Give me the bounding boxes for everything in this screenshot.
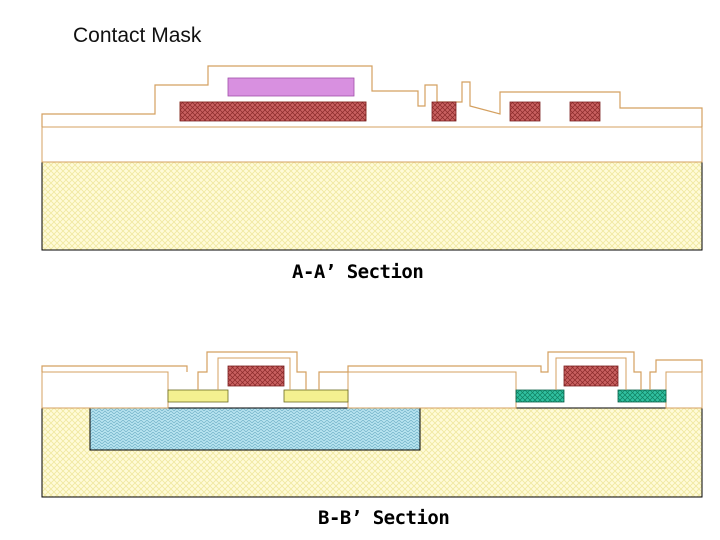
section-aa: [41, 65, 703, 251]
substrate-aa: [41, 161, 703, 251]
field-oxide-right: [665, 371, 703, 409]
p-diffusion-left: [515, 389, 565, 403]
field-oxide-middle: [347, 371, 517, 409]
poly-gate-large: [179, 101, 367, 122]
section-bb: [41, 351, 703, 498]
poly-line-1: [431, 101, 457, 122]
field-oxide-aa: [41, 126, 703, 163]
section-bb-caption: B-B’ Section: [318, 507, 450, 529]
poly-gate-pmos: [563, 365, 619, 387]
poly-line-2: [509, 101, 541, 122]
contact-mask-region: [227, 77, 355, 97]
field-oxide-left: [41, 371, 169, 409]
n-diffusion-right: [283, 389, 349, 403]
n-diffusion-left: [167, 389, 229, 403]
poly-line-3: [569, 101, 601, 122]
dielectric-outline-aa: [41, 65, 703, 127]
n-well: [89, 407, 421, 451]
p-diffusion-right: [617, 389, 667, 403]
diagram-title: Contact Mask: [73, 24, 202, 47]
section-aa-caption: A-A’ Section: [292, 261, 424, 283]
dielectric-inner-bb: [217, 357, 627, 390]
poly-gate-nmos: [227, 365, 285, 387]
dielectric-outline-bb: [41, 351, 703, 390]
